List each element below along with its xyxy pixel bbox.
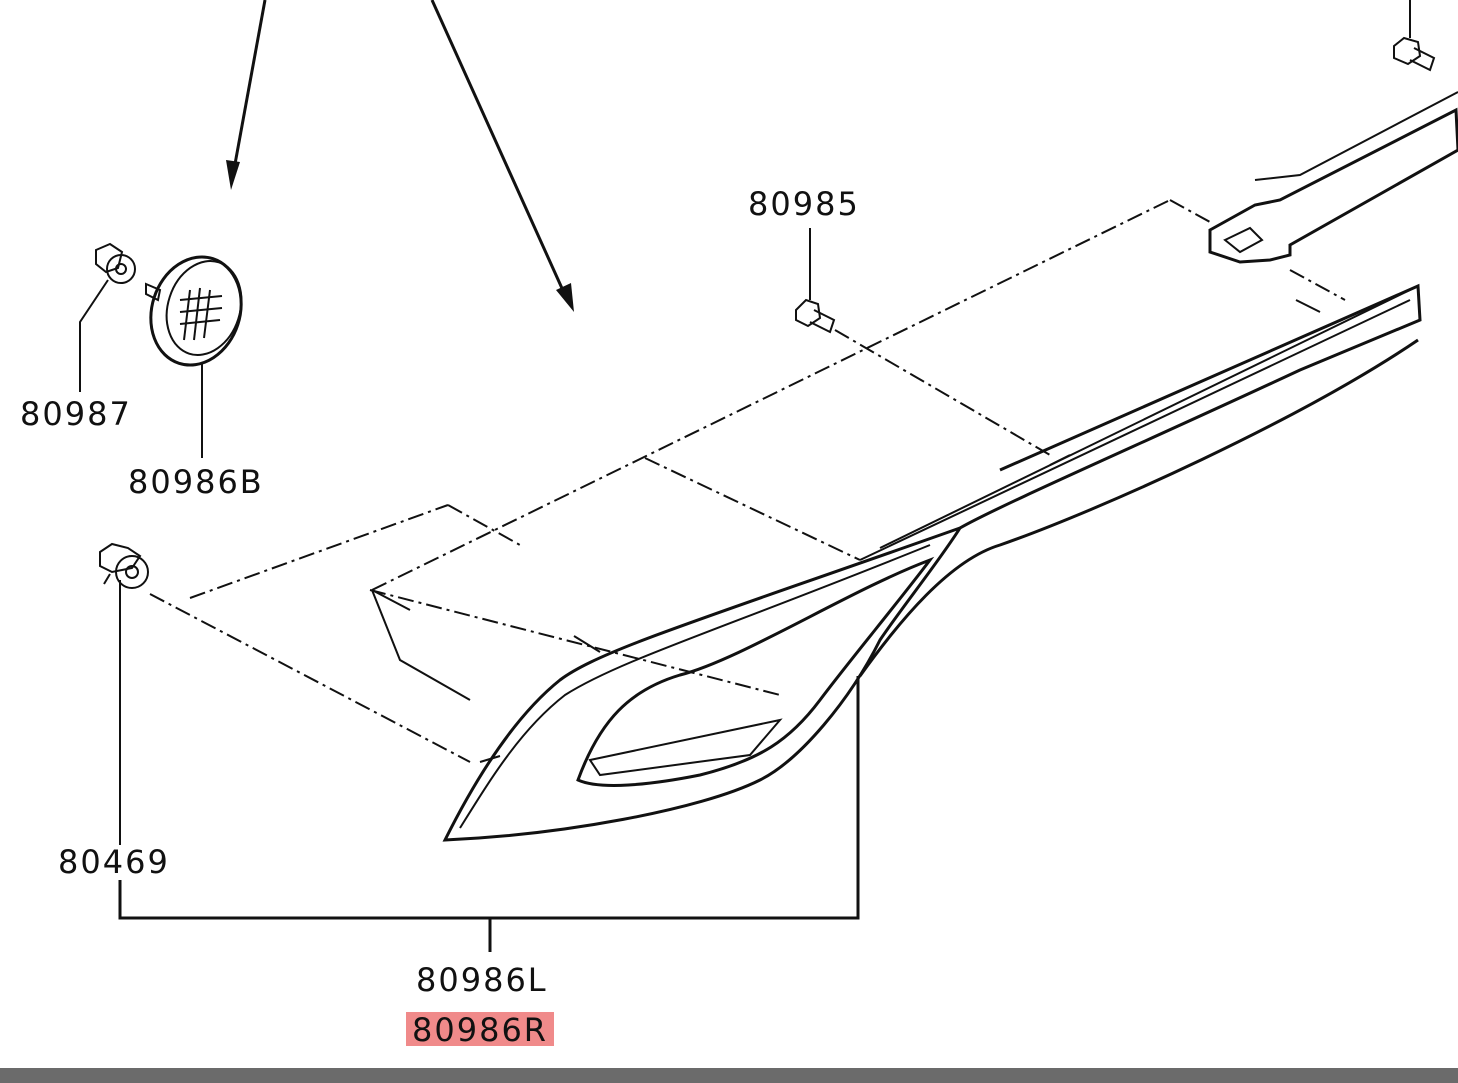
- label-80986b: 80986B: [128, 463, 264, 501]
- label-80986l: 80986L: [416, 961, 548, 999]
- mounting-plate-outline: [371, 589, 471, 701]
- side-marker-80986b-icon: [145, 255, 243, 458]
- bracket-top-right-icon: [1208, 91, 1458, 264]
- label-80985: 80985: [748, 185, 860, 223]
- garnish-lamp-80986-icon: [442, 283, 1422, 842]
- label-80987: 80987: [20, 395, 132, 433]
- clip-80469-icon: [99, 542, 149, 845]
- label-80986r-highlighted: 80986R: [406, 1012, 555, 1046]
- leader-arrows: [226, 0, 574, 312]
- footer-bar: [0, 1068, 1458, 1083]
- label-80469: 80469: [58, 843, 170, 881]
- screw-top-right-icon: [1393, 0, 1436, 72]
- callout-bracket: [118, 676, 860, 952]
- assembly-lines: [149, 199, 1346, 763]
- clip-80987-icon: [79, 242, 136, 392]
- screw-80985-icon: [795, 228, 836, 334]
